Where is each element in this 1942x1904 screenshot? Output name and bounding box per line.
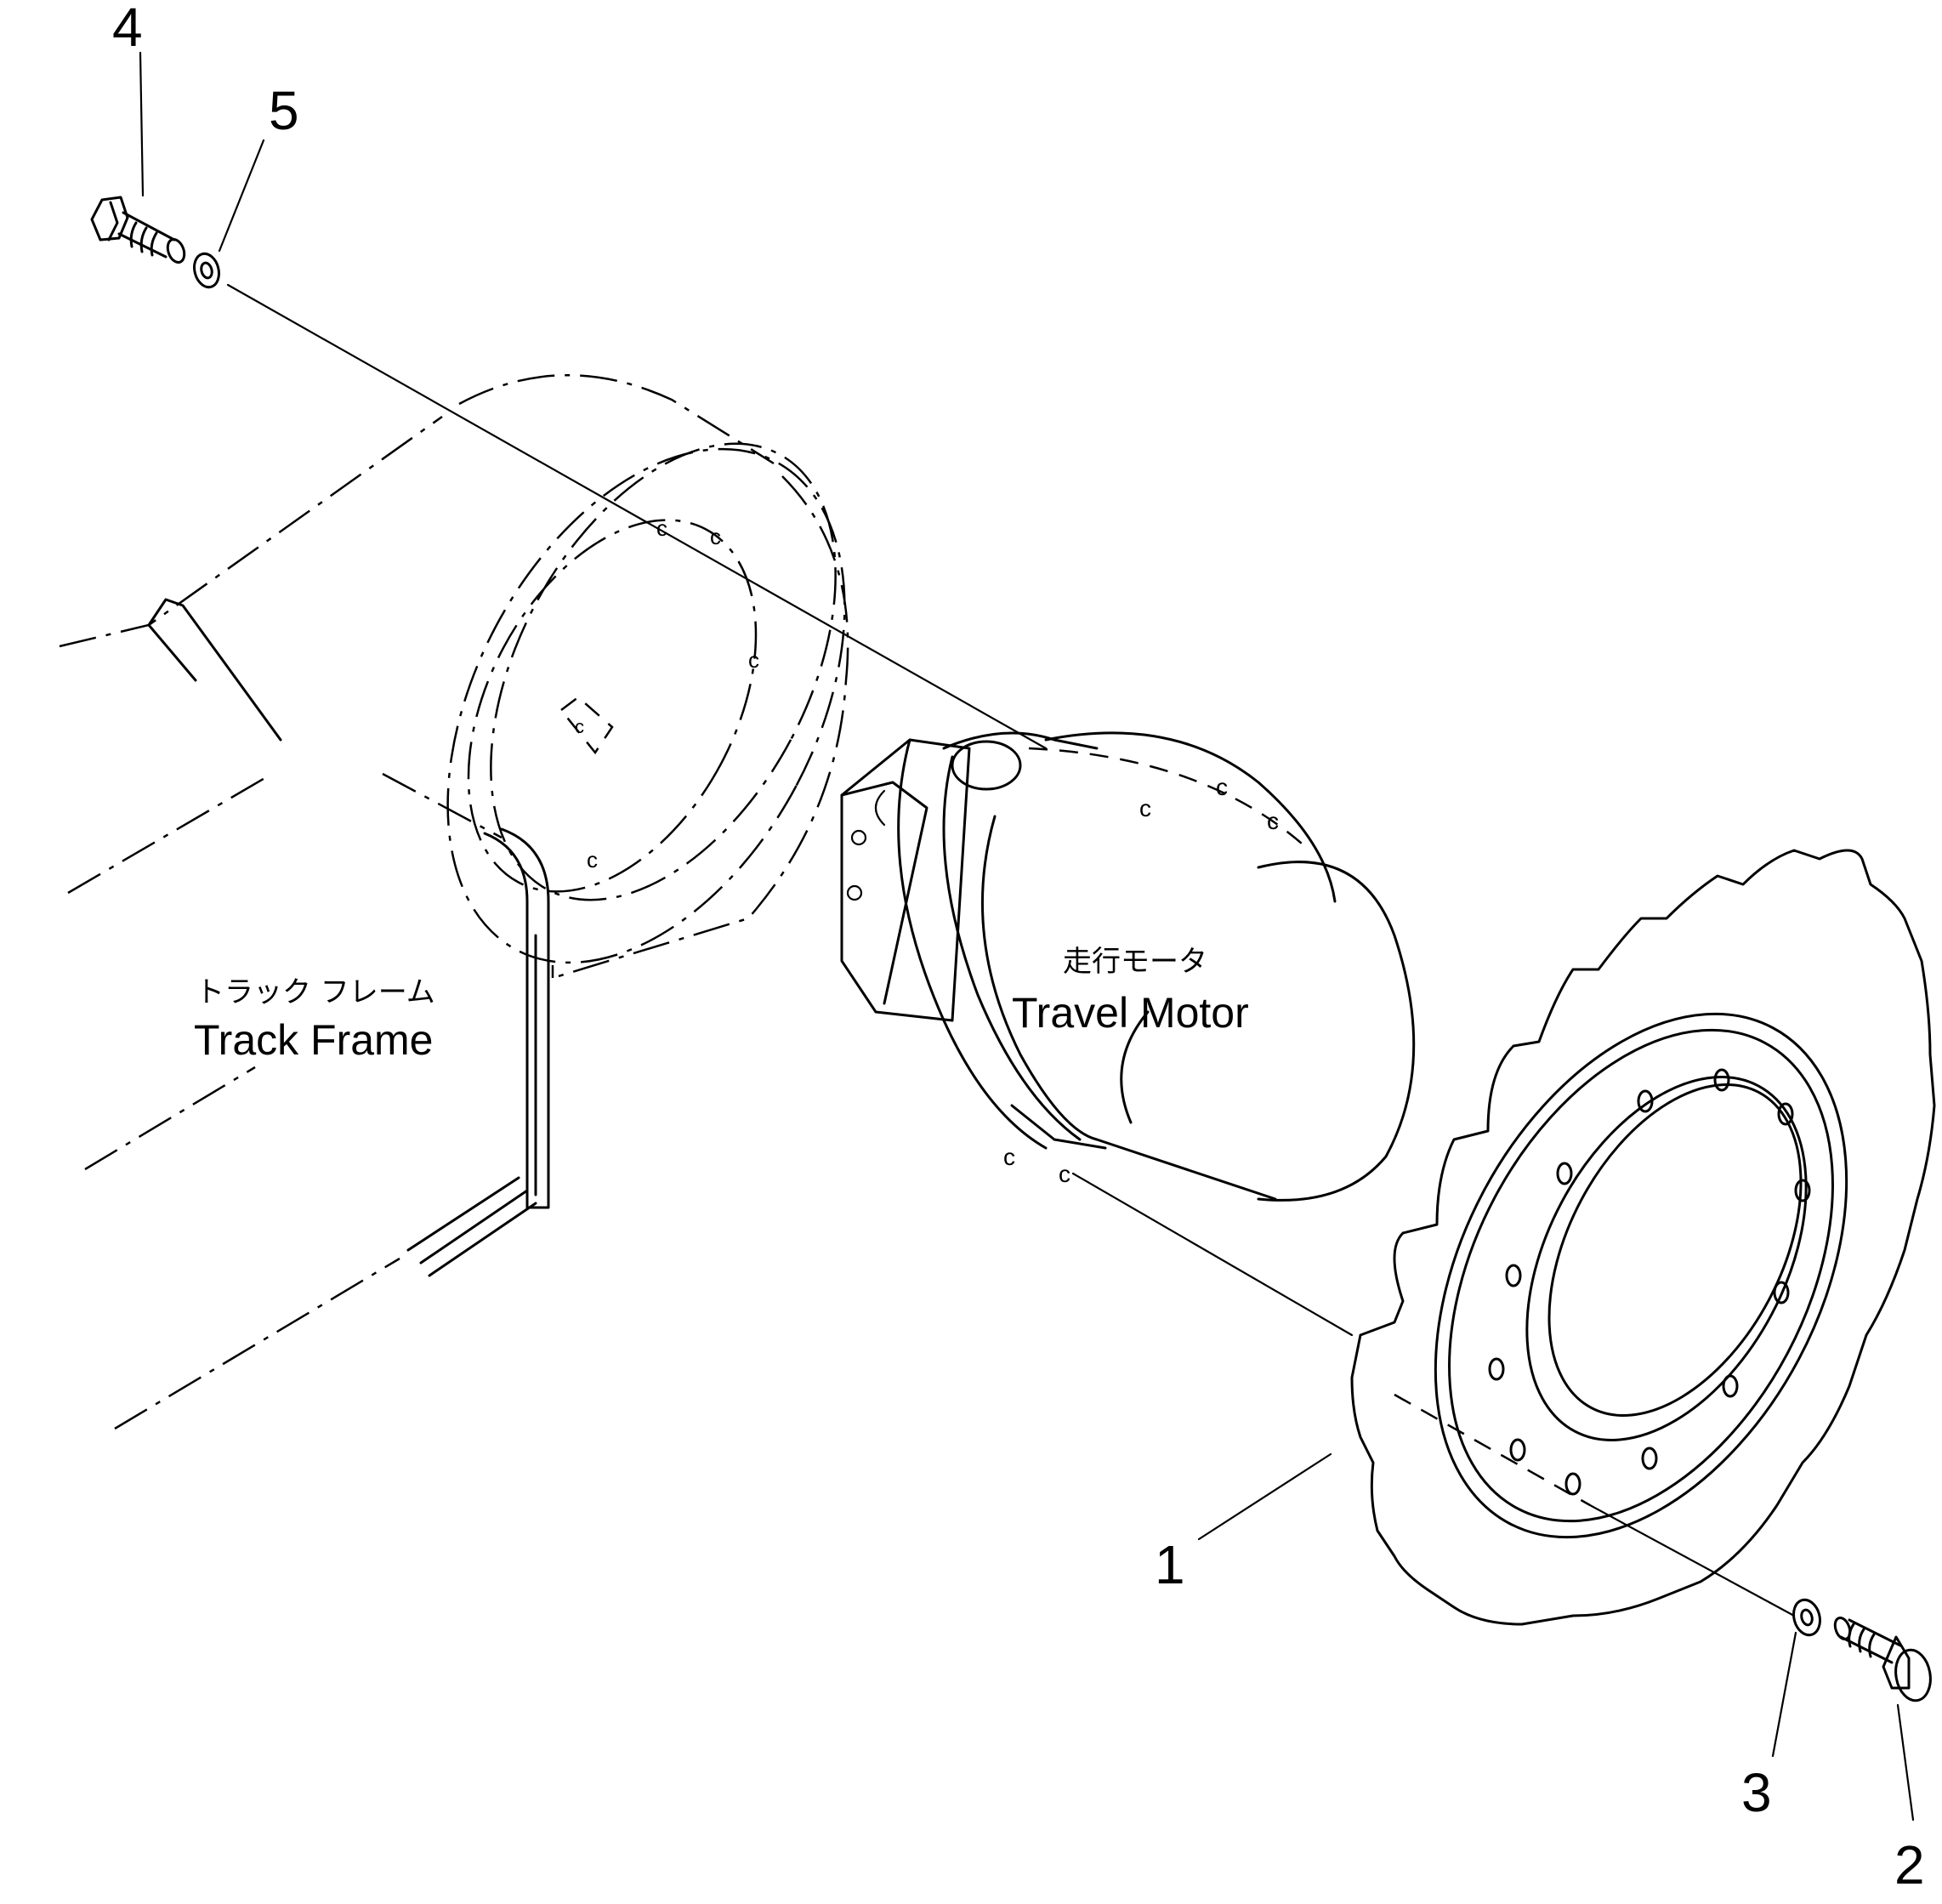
callouts: 4 5 1 3 2: [112, 0, 1925, 1895]
leader-lines: [139, 51, 1915, 1822]
travel-motor-label-en: Travel Motor: [1012, 989, 1249, 1037]
svg-text:c: c: [575, 716, 584, 737]
assembly-axis-lines: [226, 283, 1796, 1617]
travel-motor-label-jp: 走行モータ: [1063, 945, 1207, 979]
hole-mark: c: [1139, 795, 1151, 821]
hole-mark: c: [748, 647, 759, 673]
hole-mark: c: [587, 847, 598, 872]
travel-motor: c c c c c 走行モータ Travel Motor: [840, 731, 1416, 1202]
hole-mark: c: [1059, 1161, 1070, 1187]
hole-mark: c: [710, 524, 721, 549]
sprocket: [1350, 849, 1936, 1626]
callout-2: 2: [1894, 1834, 1925, 1895]
callout-4: 4: [112, 0, 143, 58]
hole-mark: c: [1216, 774, 1228, 800]
track-frame-label: トラック フレーム Track Frame: [194, 975, 435, 1064]
hole-mark: c: [656, 515, 667, 541]
track-frame: c c c c c: [59, 373, 849, 1430]
washer-3: [1792, 1598, 1821, 1637]
callout-3: 3: [1741, 1762, 1772, 1823]
hole-mark: c: [1003, 1144, 1015, 1170]
bolt-4: [90, 196, 186, 264]
callout-5: 5: [269, 80, 299, 141]
callout-1: 1: [1155, 1534, 1185, 1595]
hole-mark: c: [1267, 808, 1279, 834]
bolt-2: [1833, 1616, 1932, 1702]
track-frame-label-en: Track Frame: [194, 1016, 434, 1064]
washer-5: [193, 252, 220, 289]
track-frame-label-jp: トラック フレーム: [196, 975, 435, 1009]
